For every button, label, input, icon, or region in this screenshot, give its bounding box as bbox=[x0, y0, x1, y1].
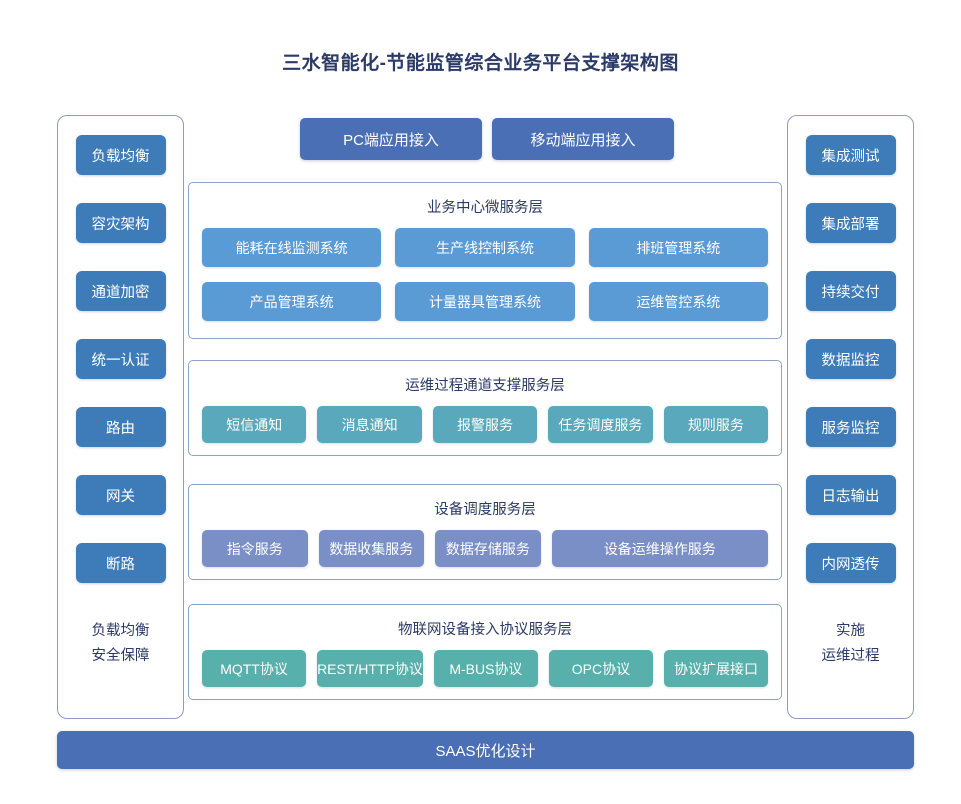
node-device-ops-operation-service[interactable]: 设备运维操作服务 bbox=[551, 530, 768, 567]
left-sidebar-panel: 负载均衡 容灾架构 通道加密 统一认证 路由 网关 断路 负载均衡 安全保障 bbox=[57, 115, 184, 719]
sidebar-item-dr-architecture[interactable]: 容灾架构 bbox=[75, 203, 166, 243]
node-rest-http-protocol[interactable]: REST/HTTP协议 bbox=[317, 650, 423, 687]
right-sidebar-footer: 实施 运维过程 bbox=[822, 619, 880, 669]
business-layer-title: 业务中心微服务层 bbox=[427, 200, 543, 216]
business-layer-row-1: 能耗在线监测系统 生产线控制系统 排班管理系统 bbox=[189, 228, 781, 280]
node-opc-protocol[interactable]: OPC协议 bbox=[548, 650, 653, 687]
node-metering-device-management-system[interactable]: 计量器具管理系统 bbox=[395, 282, 575, 321]
ops-channel-support-layer-panel: 运维过程通道支撑服务层 短信通知 消息通知 报警服务 任务调度服务 规则服务 bbox=[188, 360, 782, 456]
node-mbus-protocol[interactable]: M-BUS协议 bbox=[433, 650, 538, 687]
node-protocol-extension-interface[interactable]: 协议扩展接口 bbox=[663, 650, 769, 687]
sidebar-item-load-balance[interactable]: 负载均衡 bbox=[75, 135, 166, 175]
device-layer-title: 设备调度服务层 bbox=[434, 502, 536, 518]
business-microservice-layer-panel: 业务中心微服务层 能耗在线监测系统 生产线控制系统 排班管理系统 产品管理系统 … bbox=[188, 182, 782, 339]
device-scheduling-layer-panel: 设备调度服务层 指令服务 数据收集服务 数据存储服务 设备运维操作服务 bbox=[188, 484, 782, 580]
node-task-scheduling-service[interactable]: 任务调度服务 bbox=[548, 406, 653, 443]
business-layer-row-2: 产品管理系统 计量器具管理系统 运维管控系统 bbox=[189, 282, 781, 336]
iot-protocol-layer-panel: 物联网设备接入协议服务层 MQTT协议 REST/HTTP协议 M-BUS协议 … bbox=[188, 604, 782, 700]
right-sidebar-panel: 集成测试 集成部署 持续交付 数据监控 服务监控 日志输出 内网透传 实施 运维… bbox=[787, 115, 914, 719]
node-message-notification[interactable]: 消息通知 bbox=[317, 406, 422, 443]
node-data-collection-service[interactable]: 数据收集服务 bbox=[318, 530, 425, 567]
iot-layer-title: 物联网设备接入协议服务层 bbox=[398, 622, 572, 638]
ops-layer-title: 运维过程通道支撑服务层 bbox=[405, 378, 565, 394]
left-sidebar-footer: 负载均衡 安全保障 bbox=[92, 619, 150, 669]
device-layer-row: 指令服务 数据收集服务 数据存储服务 设备运维操作服务 bbox=[189, 530, 781, 579]
node-shift-management-system[interactable]: 排班管理系统 bbox=[588, 228, 768, 267]
node-rule-service[interactable]: 规则服务 bbox=[663, 406, 769, 443]
saas-optimization-bar[interactable]: SAAS优化设计 bbox=[57, 731, 914, 769]
sidebar-item-unified-auth[interactable]: 统一认证 bbox=[75, 339, 166, 379]
right-sidebar-footer-line2: 运维过程 bbox=[821, 648, 880, 664]
sidebar-item-channel-encryption[interactable]: 通道加密 bbox=[75, 271, 166, 311]
node-ops-control-system[interactable]: 运维管控系统 bbox=[588, 282, 768, 321]
right-sidebar-footer-line1: 实施 bbox=[836, 623, 865, 639]
sidebar-item-continuous-delivery[interactable]: 持续交付 bbox=[805, 271, 896, 311]
sidebar-item-data-monitoring[interactable]: 数据监控 bbox=[805, 339, 896, 379]
sidebar-item-service-monitoring[interactable]: 服务监控 bbox=[805, 407, 896, 447]
sidebar-item-integration-test[interactable]: 集成测试 bbox=[805, 135, 896, 175]
node-energy-online-monitoring-system[interactable]: 能耗在线监测系统 bbox=[202, 228, 382, 267]
sidebar-item-intranet-tunnel[interactable]: 内网透传 bbox=[805, 543, 896, 583]
node-command-service[interactable]: 指令服务 bbox=[202, 530, 308, 567]
node-product-management-system[interactable]: 产品管理系统 bbox=[202, 282, 382, 321]
sidebar-item-log-output[interactable]: 日志输出 bbox=[805, 475, 896, 515]
node-data-storage-service[interactable]: 数据存储服务 bbox=[435, 530, 541, 567]
page-title: 三水智能化-节能监管综合业务平台支撑架构图 bbox=[282, 53, 679, 74]
sidebar-item-integration-deploy[interactable]: 集成部署 bbox=[805, 203, 896, 243]
sidebar-item-gateway[interactable]: 网关 bbox=[75, 475, 166, 515]
ops-layer-row: 短信通知 消息通知 报警服务 任务调度服务 规则服务 bbox=[189, 406, 781, 455]
left-sidebar-footer-line2: 安全保障 bbox=[91, 648, 150, 664]
node-sms-notification[interactable]: 短信通知 bbox=[202, 406, 307, 443]
node-production-line-control-system[interactable]: 生产线控制系统 bbox=[395, 228, 575, 267]
sidebar-item-routing[interactable]: 路由 bbox=[75, 407, 166, 447]
pc-application-access-button[interactable]: PC端应用接入 bbox=[300, 118, 482, 160]
sidebar-item-circuit-breaker[interactable]: 断路 bbox=[75, 543, 166, 583]
mobile-application-access-button[interactable]: 移动端应用接入 bbox=[492, 118, 674, 160]
node-alarm-service[interactable]: 报警服务 bbox=[432, 406, 538, 443]
left-sidebar-footer-line1: 负载均衡 bbox=[91, 623, 150, 639]
node-mqtt-protocol[interactable]: MQTT协议 bbox=[202, 650, 307, 687]
iot-layer-row: MQTT协议 REST/HTTP协议 M-BUS协议 OPC协议 协议扩展接口 bbox=[189, 650, 781, 699]
